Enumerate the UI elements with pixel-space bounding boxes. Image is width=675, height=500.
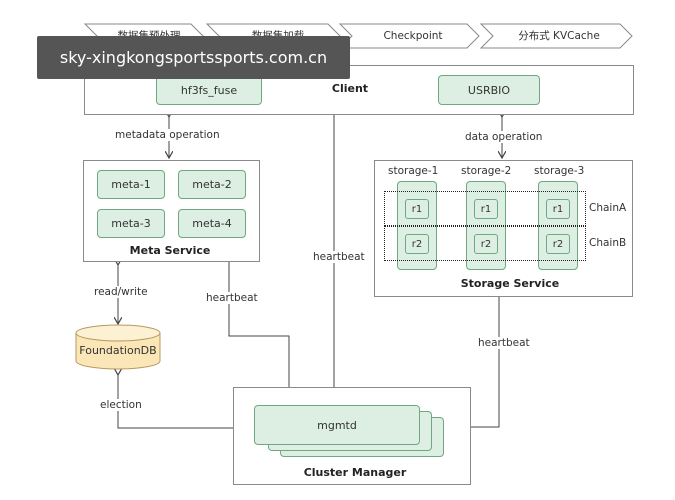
replica-s1-chaina: r1 bbox=[405, 199, 429, 219]
foundationdb-label: FoundationDB bbox=[79, 344, 157, 357]
pipeline-chevron-4 bbox=[479, 23, 633, 49]
replica-s3-chainb: r2 bbox=[546, 234, 570, 254]
storage-node-2-label: storage-2 bbox=[461, 165, 512, 177]
watermark-banner: sky-xingkongsportssports.com.cn bbox=[37, 36, 350, 79]
usrbio-module: USRBIO bbox=[438, 75, 540, 105]
data-operation-label: data operation bbox=[463, 131, 545, 143]
pipeline-chevron-3 bbox=[338, 23, 480, 49]
storage-service-title: Storage Service bbox=[460, 277, 560, 290]
storage-heartbeat-label: heartbeat bbox=[476, 337, 532, 349]
meta-heartbeat-label: heartbeat bbox=[204, 292, 260, 304]
election-label: election bbox=[98, 399, 144, 411]
replica-s3-chaina: r1 bbox=[546, 199, 570, 219]
meta-node-3: meta-3 bbox=[97, 209, 165, 238]
meta-node-2: meta-2 bbox=[178, 170, 246, 199]
replica-s1-chainb: r2 bbox=[405, 234, 429, 254]
pipeline-step-4: 分布式 KVCache bbox=[518, 30, 600, 42]
cluster-manager-title: Cluster Manager bbox=[303, 466, 407, 479]
hf3fs-fuse-module: hf3fs_fuse bbox=[156, 75, 262, 105]
pipeline-step-3: Checkpoint bbox=[383, 30, 443, 42]
client-title: Client bbox=[331, 82, 369, 95]
chain-a-label: ChainA bbox=[589, 202, 627, 214]
chain-a-outline bbox=[384, 191, 586, 226]
meta-service-title: Meta Service bbox=[129, 244, 211, 257]
metadata-operation-label: metadata operation bbox=[113, 129, 222, 141]
meta-node-4: meta-4 bbox=[178, 209, 246, 238]
foundationdb-cylinder bbox=[75, 324, 161, 370]
read-write-label: read/write bbox=[92, 286, 150, 298]
replica-s2-chainb: r2 bbox=[474, 234, 498, 254]
mgmtd-node: mgmtd bbox=[254, 405, 420, 445]
storage-node-3-label: storage-3 bbox=[534, 165, 585, 177]
storage-node-1-label: storage-1 bbox=[388, 165, 439, 177]
client-heartbeat-label: heartbeat bbox=[311, 251, 367, 263]
meta-node-1: meta-1 bbox=[97, 170, 165, 199]
chain-b-outline bbox=[384, 226, 586, 261]
chain-b-label: ChainB bbox=[589, 237, 627, 249]
replica-s2-chaina: r1 bbox=[474, 199, 498, 219]
